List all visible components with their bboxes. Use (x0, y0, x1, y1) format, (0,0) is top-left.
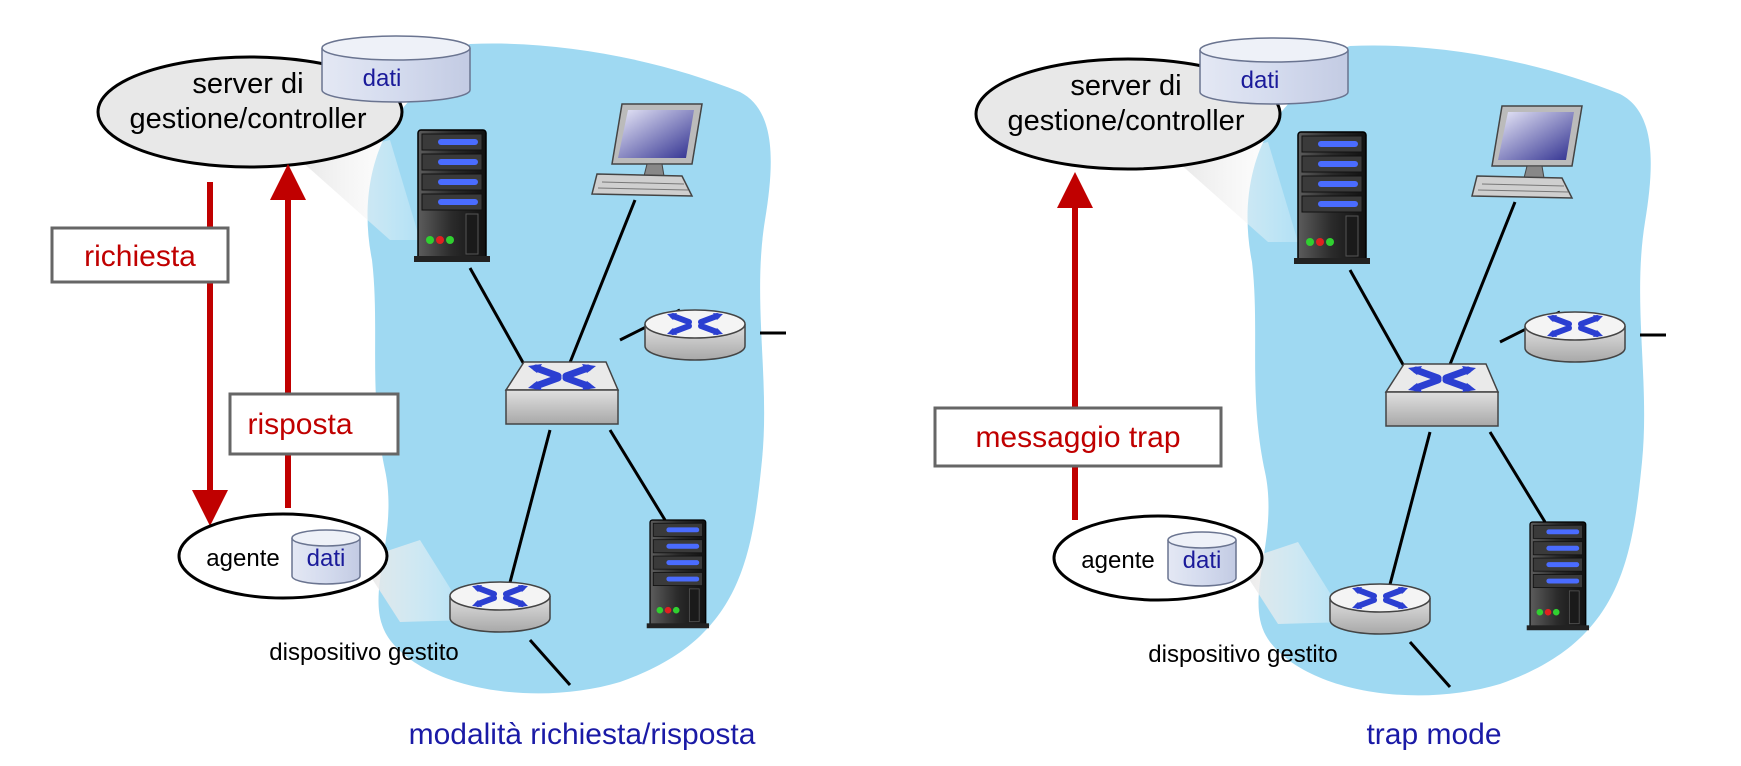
agent-db-label: dati (1183, 547, 1222, 574)
server-label-line1: server di (1070, 70, 1181, 102)
server-icon (1293, 131, 1371, 265)
response-label: risposta (247, 408, 352, 441)
network-links (468, 199, 786, 686)
request-label-box (50, 226, 230, 284)
panel-request-response: server di gestione/controller dati richi… (50, 35, 786, 751)
server-db-label: dati (363, 65, 402, 92)
server-icon (413, 129, 491, 263)
managed-device-label: dispositivo gestito (269, 639, 458, 666)
server-label-line2: gestione/controller (1008, 105, 1245, 137)
router-icon (450, 582, 550, 632)
panel-caption: modalità richiesta/risposta (409, 718, 756, 751)
database-icon (1199, 37, 1349, 105)
server-callout-beam (1178, 142, 1298, 242)
panel-caption: trap mode (1366, 718, 1501, 751)
router-icon (1330, 584, 1430, 634)
switch-icon (506, 362, 618, 424)
server-label-line1: server di (192, 68, 303, 100)
server-icon (1526, 521, 1590, 631)
router-icon (1525, 312, 1625, 362)
managed-device-label: dispositivo gestito (1148, 641, 1337, 668)
trap-label-box (933, 406, 1223, 468)
database-icon (1167, 531, 1237, 587)
server-icon (646, 519, 710, 629)
database-icon (291, 529, 361, 585)
agent-label: agente (206, 545, 279, 572)
request-label: richiesta (84, 240, 196, 273)
server-db-label: dati (1241, 67, 1280, 94)
agent-callout-beam (1238, 542, 1348, 624)
server-callout-beam (300, 140, 420, 240)
switch-icon (1386, 364, 1498, 426)
trap-label: messaggio trap (975, 421, 1180, 454)
router-icon (645, 310, 745, 360)
database-icon (321, 35, 471, 103)
network-links (1348, 201, 1666, 688)
server-label-line2: gestione/controller (130, 103, 367, 135)
panel-trap-mode: server di gestione/controller dati messa… (933, 37, 1666, 751)
agent-label: agente (1081, 547, 1154, 574)
response-label-box (228, 392, 400, 456)
agent-db-label: dati (307, 545, 346, 572)
